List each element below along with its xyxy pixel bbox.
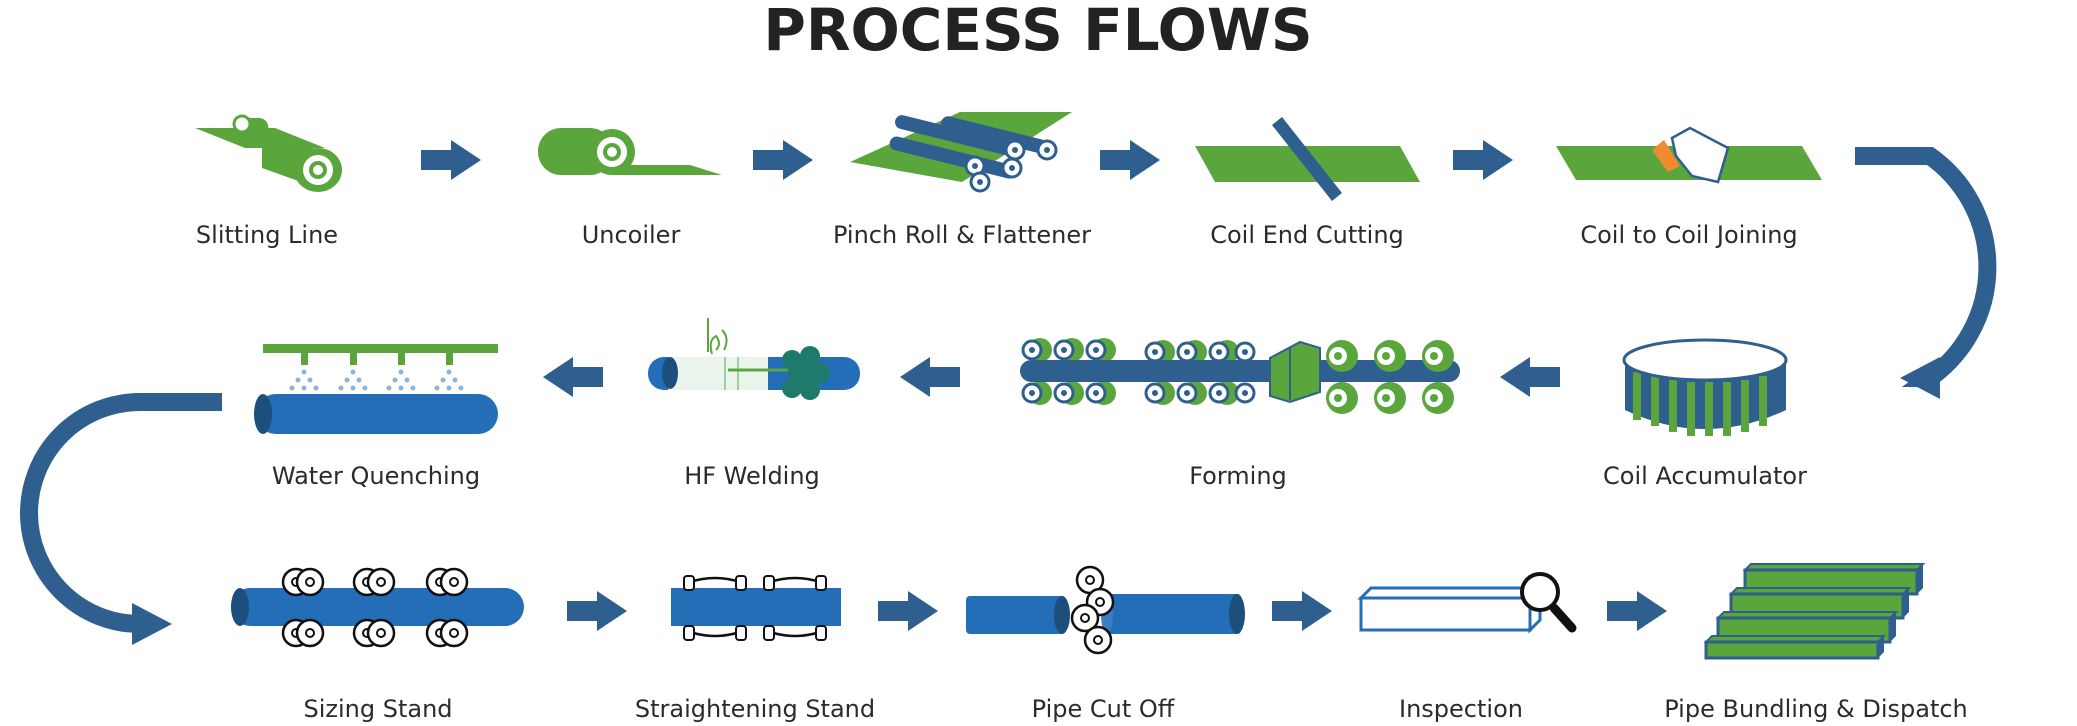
flow-arrow-icon	[543, 357, 603, 397]
straightening-stand-icon	[671, 575, 841, 641]
flow-arrow-icon	[567, 591, 627, 631]
step-label-pinch-roll: Pinch Roll & Flattener	[833, 221, 1091, 249]
flow-arrow-icon	[421, 140, 481, 180]
flow-arrow-icon	[878, 591, 938, 631]
step-label-coil-end-cutting: Coil End Cutting	[1210, 221, 1404, 249]
step-label-pipe-cut-off: Pipe Cut Off	[1032, 695, 1175, 723]
forming-icon	[1020, 338, 1460, 414]
pipe-cut-off-icon	[966, 565, 1245, 655]
flow-arrow-icon	[753, 140, 813, 180]
uncoiler-icon	[538, 128, 722, 175]
flow-arrow-icon	[1272, 591, 1332, 631]
hf-welding-icon	[648, 318, 860, 400]
flow-arrow-icon	[1607, 591, 1667, 631]
inspection-icon	[1357, 572, 1577, 634]
water-quenching-icon	[254, 344, 498, 434]
step-label-uncoiler: Uncoiler	[582, 221, 681, 249]
step-label-straightening-stand: Straightening Stand	[635, 695, 875, 723]
step-label-slitting-line: Slitting Line	[196, 221, 338, 249]
step-label-hf-welding: HF Welding	[684, 462, 820, 490]
u-turn-arrow-icon	[20, 393, 222, 645]
flow-arrow-icon	[1453, 140, 1513, 180]
pipe-bundling-icon	[1703, 563, 1926, 660]
u-turn-arrow-icon	[1855, 147, 1997, 399]
flow-arrow-icon	[900, 357, 960, 397]
step-label-water-quenching: Water Quenching	[272, 462, 480, 490]
step-label-coil-joining: Coil to Coil Joining	[1580, 221, 1797, 249]
step-label-coil-accumulator: Coil Accumulator	[1603, 462, 1807, 490]
step-label-forming: Forming	[1189, 462, 1287, 490]
sizing-stand-icon	[231, 567, 524, 648]
step-label-inspection: Inspection	[1399, 695, 1523, 723]
flow-arrow-icon	[1100, 140, 1160, 180]
coil-accumulator-icon	[1622, 338, 1788, 436]
pinch-roll-icon	[850, 112, 1072, 193]
step-label-bundling: Pipe Bundling & Dispatch	[1664, 695, 1968, 723]
page-title: PROCESS FLOWS	[763, 0, 1312, 64]
flow-arrow-icon	[1500, 357, 1560, 397]
step-label-sizing-stand: Sizing Stand	[303, 695, 452, 723]
coil-joining-icon	[1556, 126, 1822, 184]
coil-end-cutting-icon	[1195, 117, 1420, 201]
slitting-line-icon	[195, 114, 342, 192]
